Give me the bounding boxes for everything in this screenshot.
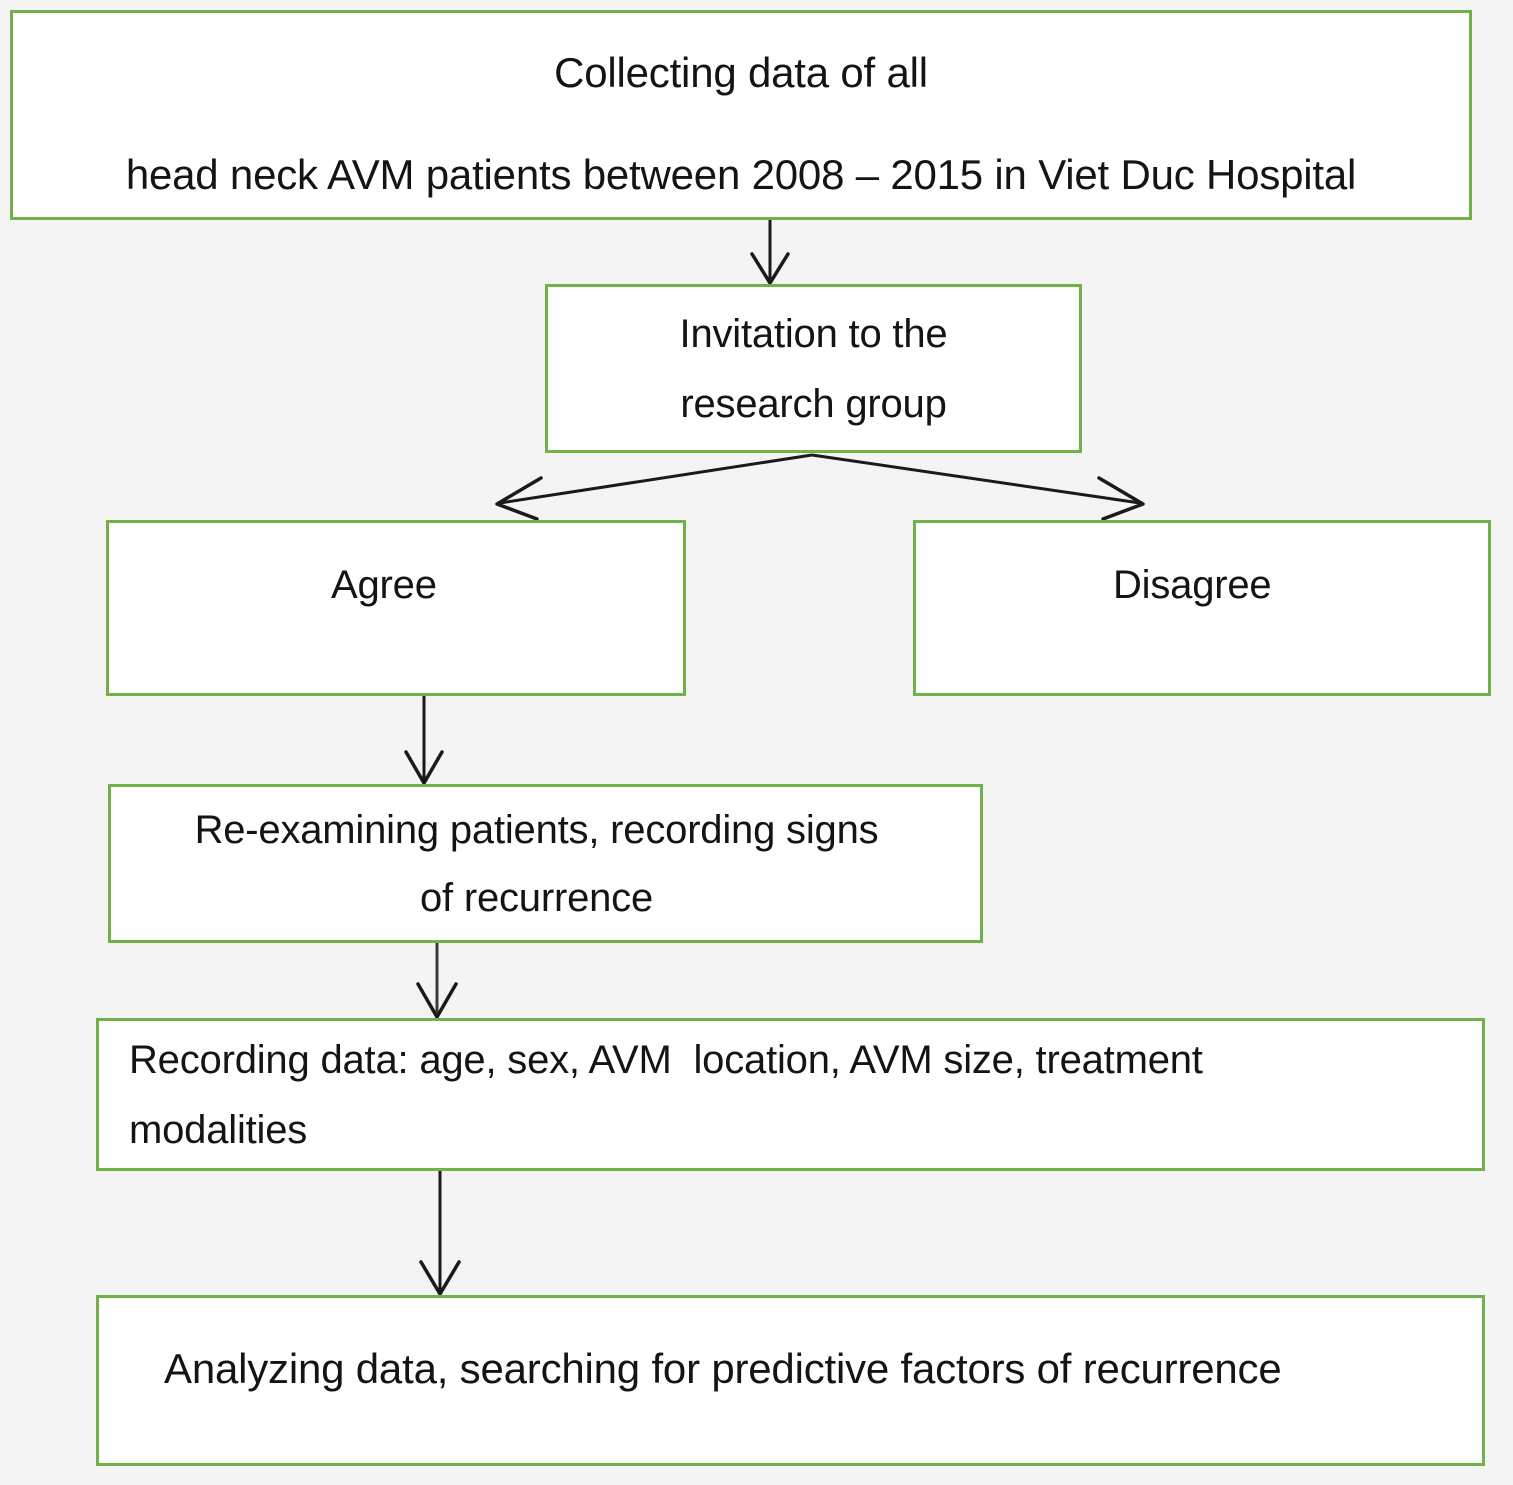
node-collecting-data-line-2: head neck AVM patients between 2008 – 20… bbox=[125, 151, 1357, 198]
connector-invitation-to-disagree bbox=[811, 453, 1145, 521]
node-re-examining-line-1: Re-examining patients, recording signs bbox=[194, 807, 879, 852]
node-agree[interactable]: Agree bbox=[106, 520, 686, 696]
connector-collecting-to-invitation bbox=[750, 220, 790, 287]
connector-reexamining-to-recording bbox=[416, 943, 458, 1021]
node-re-examining-patients[interactable]: Re-examining patients, recording signs o… bbox=[108, 784, 983, 943]
node-collecting-data[interactable]: Collecting data of all head neck AVM pat… bbox=[10, 10, 1472, 220]
node-re-examining-line-2: of recurrence bbox=[419, 875, 654, 920]
node-analyzing-data[interactable]: Analyzing data, searching for predictive… bbox=[96, 1295, 1485, 1466]
node-invitation-line-1: Invitation to the bbox=[679, 311, 948, 356]
node-invitation-line-2: research group bbox=[680, 381, 947, 426]
node-recording-data-line-1: Recording data: age, sex, AVM location, … bbox=[129, 1037, 1203, 1082]
node-collecting-data-line-1: Collecting data of all bbox=[554, 49, 928, 96]
connector-invitation-to-agree bbox=[495, 453, 813, 521]
node-disagree-label: Disagree bbox=[1113, 563, 1272, 607]
node-invitation-research-group[interactable]: Invitation to the research group bbox=[545, 284, 1082, 453]
node-analyzing-data-label: Analyzing data, searching for predictive… bbox=[164, 1345, 1282, 1392]
node-recording-data[interactable]: Recording data: age, sex, AVM location, … bbox=[96, 1018, 1485, 1171]
node-recording-data-line-2: modalities bbox=[129, 1107, 308, 1152]
node-disagree[interactable]: Disagree bbox=[913, 520, 1491, 696]
connector-recording-to-analyzing bbox=[419, 1171, 461, 1298]
node-agree-label: Agree bbox=[331, 563, 437, 607]
connector-agree-to-reexamining bbox=[404, 696, 444, 787]
